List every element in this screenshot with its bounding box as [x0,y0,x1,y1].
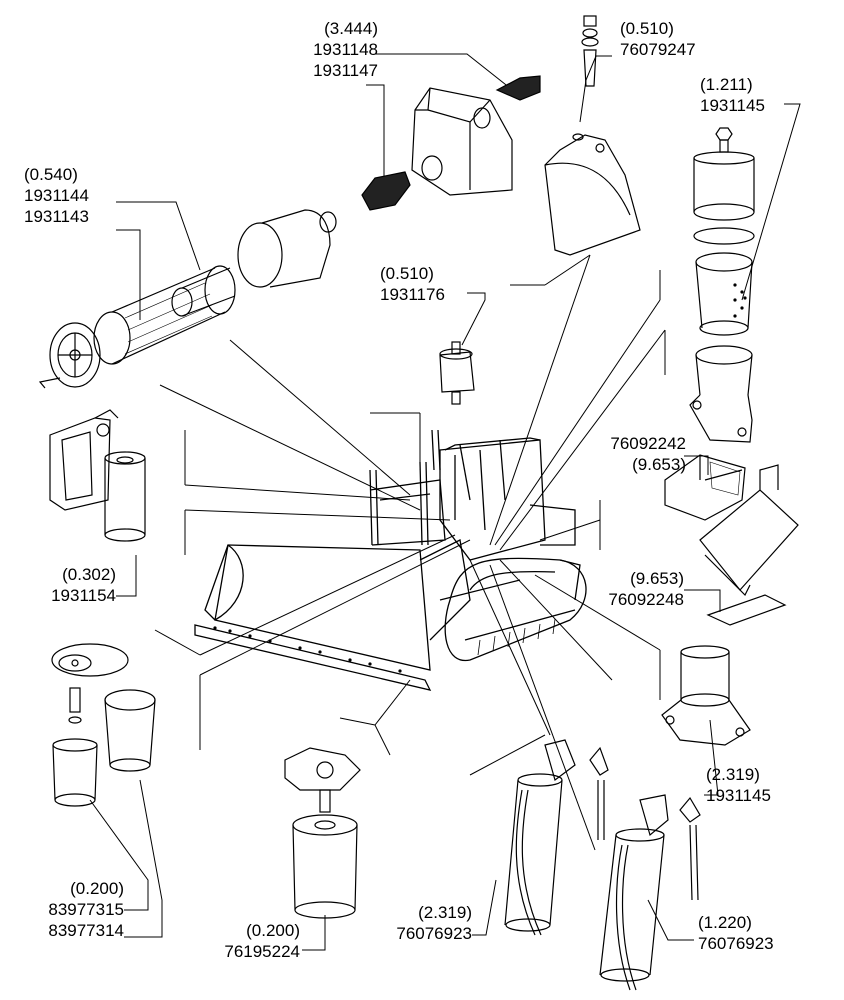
part-number: 1931148 [313,40,378,59]
callout-weight: (0.200) [70,879,124,898]
callout-c7: (0.302) 1931154 [10,564,116,606]
spin-on-filter-drawing [51,643,156,807]
callout-weight: (9.653) [630,569,684,588]
breather-housing-drawing [361,75,541,211]
hose-filter-drawing [504,739,701,991]
part-number: 76079247 [620,40,696,59]
part-number: 83977315 [48,900,124,919]
callout-weight: (0.540) [24,165,78,184]
leader-lines [89,53,801,951]
callout-c8: (9.653) 76092248 [584,568,684,610]
air-filter-drawing [38,209,337,389]
cap-drawing [581,15,599,87]
part-number: 1931145 [700,96,765,115]
part-number: 76076923 [698,934,774,953]
callout-c3: (1.211) 1931145 [700,74,765,116]
part-number: 83977314 [48,921,124,940]
part-number: 76076923 [396,924,472,943]
callout-weight: (0.200) [246,921,300,940]
fuel-filter-drawing [284,747,361,919]
inline-filter-drawing [439,341,475,405]
part-number: 76092242 [610,434,686,453]
part-number: 1931176 [380,285,445,304]
callout-weight: (0.302) [62,565,116,584]
cover-plate-drawing [544,133,641,256]
part-number: 1931144 [24,186,89,205]
part-number: 1931147 [313,61,378,80]
hydraulic-filter-drawing [49,409,146,542]
callout-c2: (0.510) 76079247 [620,18,696,60]
callout-c9: (2.319) 1931145 [706,764,771,806]
callout-weight: (2.319) [418,903,472,922]
callout-c12: (2.319) 76076923 [372,902,472,944]
callout-c13: (1.220) 76076923 [698,912,774,954]
callout-c11: (0.200) 76195224 [200,920,300,962]
callout-weight: (3.444) [324,19,378,38]
cab-filter-drawing [664,454,799,626]
callout-c6: 76092242 (9.653) [570,433,686,475]
part-number: 1931143 [24,207,89,226]
callout-weight: (2.319) [706,765,760,784]
part-number: 1931145 [706,786,771,805]
callout-weight: (0.510) [380,264,434,283]
canister-filter-drawing [689,127,755,443]
callout-weight: (9.653) [632,455,686,474]
water-separator-drawing [661,645,751,746]
callout-weight: (0.510) [620,19,674,38]
callout-weight: (1.211) [700,75,753,94]
callout-c1: (3.444) 1931148 1931147 [272,18,378,81]
callout-c10: (0.200) 83977315 83977314 [18,878,124,941]
radiating-lines [154,254,666,851]
part-number: 76195224 [224,942,300,961]
part-number: 1931154 [51,586,116,605]
part-number: 76092248 [608,590,684,609]
dozer-drawing [194,429,587,691]
callout-c5: (0.510) 1931176 [380,263,445,305]
callout-weight: (1.220) [698,913,752,932]
callout-c4: (0.540) 1931144 1931143 [24,164,89,227]
